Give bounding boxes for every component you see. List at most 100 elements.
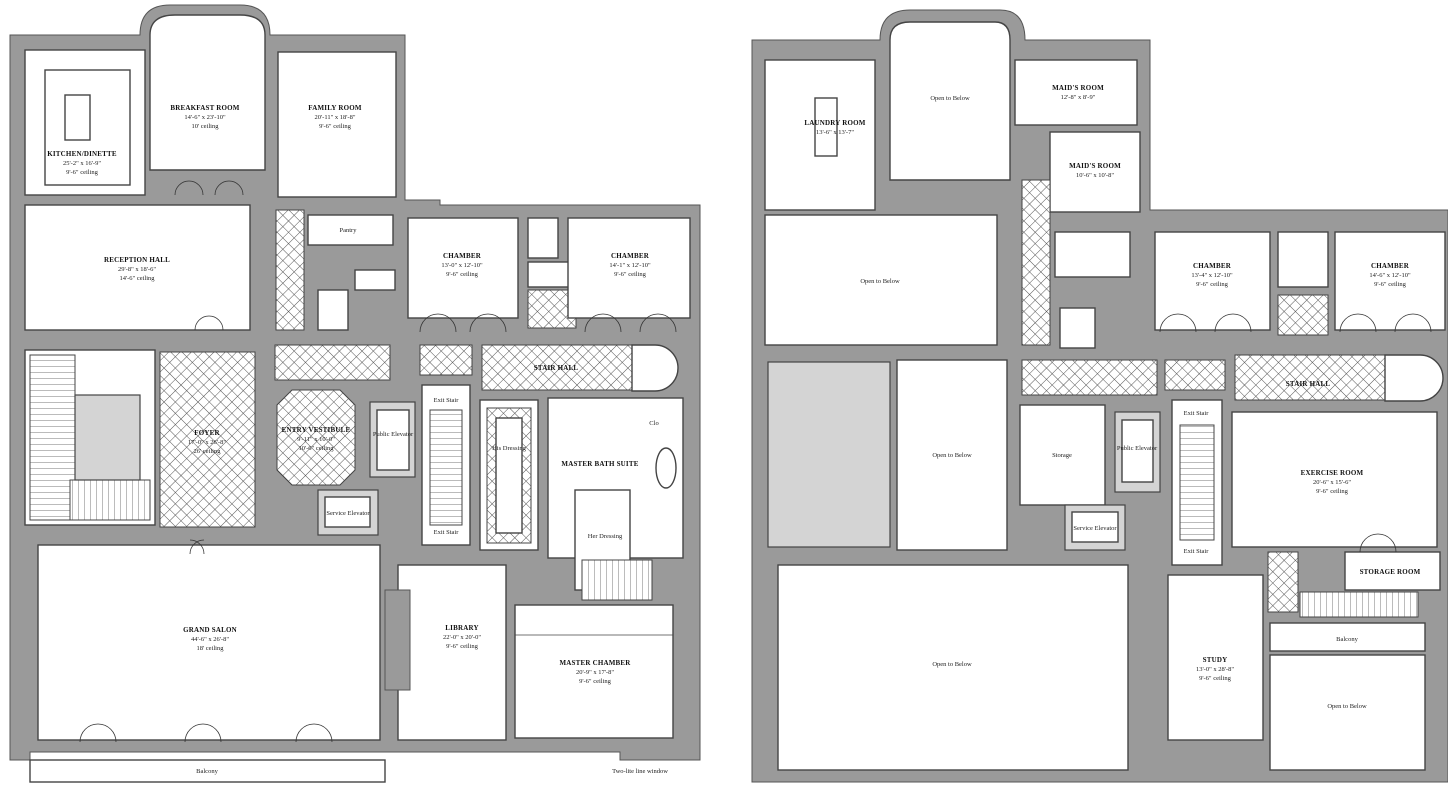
label-pantry: Pantry <box>340 227 358 234</box>
svg-text:29'-8" x 18'-6": 29'-8" x 18'-6" <box>118 266 156 273</box>
kitchen-island <box>64 94 91 141</box>
label-his-dressing: His Dressing <box>492 445 527 452</box>
svg-text:18' ceiling: 18' ceiling <box>197 645 225 652</box>
label-right-chamber-2: CHAMBER <box>1371 262 1410 270</box>
right-small-elevator <box>1059 307 1096 349</box>
svg-text:14'-6" ceiling: 14'-6" ceiling <box>119 275 155 282</box>
label-master-bath: MASTER BATH SUITE <box>561 460 638 468</box>
right-bath-2 <box>1277 231 1329 288</box>
right-chamber-2 <box>1334 231 1446 331</box>
svg-text:14'-6" x 12'-10": 14'-6" x 12'-10" <box>1369 272 1411 279</box>
svg-text:20'-6" x 15'-6": 20'-6" x 15'-6" <box>1313 479 1351 486</box>
svg-text:20'-11" x 18'-8": 20'-11" x 18'-8" <box>315 114 356 121</box>
entry-vestibule <box>276 389 356 486</box>
label-open-bottom: Open to Below <box>932 661 972 668</box>
label-maids-room-2: MAID'S ROOM <box>1069 162 1121 170</box>
label-right-balcony: Balcony <box>1336 636 1358 643</box>
svg-text:22'-0" x 20'-0": 22'-0" x 20'-0" <box>443 634 481 641</box>
svg-text:14'-6" x 23'-10": 14'-6" x 23'-10" <box>184 114 226 121</box>
svg-text:44'-6" x 26'-8": 44'-6" x 26'-8" <box>191 636 229 643</box>
right-bath <box>1054 231 1131 278</box>
left-floor-plan: BREAKFAST ROOM 14'-6" x 23'-10" 10' ceil… <box>9 4 701 783</box>
label-laundry: LAUNDRY ROOM <box>804 119 865 127</box>
storage-room <box>1344 551 1441 591</box>
svg-text:9'-6" ceiling: 9'-6" ceiling <box>446 271 479 278</box>
open-to-below-bottom-right <box>1269 654 1426 771</box>
grand-stair-steps <box>29 354 76 521</box>
right-stair-hall <box>1234 354 1386 401</box>
bathtub <box>655 447 677 489</box>
right-closet-hatch <box>1277 294 1329 336</box>
svg-text:9'-11" x 10'-0": 9'-11" x 10'-0" <box>297 436 335 443</box>
svg-text:13'-0" x 12'-10": 13'-0" x 12'-10" <box>441 262 483 269</box>
master-stair <box>581 559 653 601</box>
label-reception-hall: RECEPTION HALL <box>104 256 170 264</box>
right-lower-hatch <box>1267 551 1299 613</box>
left-labels: BREAKFAST ROOM 14'-6" x 23'-10" 10' ceil… <box>47 104 668 775</box>
grand-salon <box>37 544 381 741</box>
service-elevator <box>324 496 371 528</box>
svg-text:13'-6" x 13'-7": 13'-6" x 13'-7" <box>816 129 854 136</box>
bath-fixture <box>354 269 396 291</box>
label-entry-vestibule: ENTRY VESTIBULE <box>282 426 351 434</box>
right-exit-stair-steps <box>1179 424 1215 541</box>
breakfast-room <box>149 14 266 171</box>
svg-text:20'-9" x 17'-8": 20'-9" x 17'-8" <box>576 669 614 676</box>
label-breakfast-room: BREAKFAST ROOM <box>170 104 239 112</box>
exit-stair-steps <box>429 409 463 526</box>
label-open-left: Open to Below <box>860 278 900 285</box>
label-exit-stair-top: Exit Stair <box>434 397 460 404</box>
service-elevator-small <box>317 289 349 331</box>
right-service-elevator <box>1071 511 1119 543</box>
label-stair-hall: STAIR HALL <box>534 364 579 372</box>
label-window-note: Two-lite line window <box>612 768 668 775</box>
svg-text:25'-2" x 16'-9": 25'-2" x 16'-9" <box>63 160 101 167</box>
service-corridor <box>275 209 305 331</box>
label-study: STUDY <box>1203 656 1228 664</box>
library-fireplace <box>384 589 411 691</box>
label-right-service-elevator: Service Elevator <box>1073 525 1117 532</box>
right-lower-stair <box>1299 591 1419 618</box>
right-labels: LAUNDRY ROOM 13'-6" x 13'-7" Open to Bel… <box>804 84 1420 710</box>
curved-stair <box>631 344 679 392</box>
svg-text:9'-6" ceiling: 9'-6" ceiling <box>1374 281 1407 288</box>
svg-text:13'-0" x 28'-8": 13'-0" x 28'-8" <box>1196 666 1234 673</box>
label-library: LIBRARY <box>445 624 478 632</box>
open-to-below-top <box>889 21 1011 181</box>
public-elevator <box>376 409 410 471</box>
study <box>1167 574 1264 741</box>
foyer <box>159 351 256 528</box>
svg-text:9'-6" ceiling: 9'-6" ceiling <box>614 271 647 278</box>
maids-room-2 <box>1049 131 1141 213</box>
open-to-below-center <box>896 359 1008 551</box>
svg-text:14'-1" x 12'-10": 14'-1" x 12'-10" <box>609 262 651 269</box>
svg-text:9'-6" ceiling: 9'-6" ceiling <box>319 123 352 130</box>
right-hall-left <box>1021 359 1158 396</box>
svg-text:17'-0" x 26'-8": 17'-0" x 26'-8" <box>188 439 226 446</box>
right-service-corridor <box>1021 179 1051 346</box>
svg-text:26' ceiling: 26' ceiling <box>194 448 222 455</box>
label-right-stair-hall: STAIR HALL <box>1286 380 1331 388</box>
stair-hall-mid <box>419 344 473 376</box>
doors-right <box>1159 313 1432 553</box>
label-storage: Storage <box>1052 452 1072 459</box>
label-right-exit-stair-bottom: Exit Stair <box>1184 548 1210 555</box>
svg-text:9'-6" ceiling: 9'-6" ceiling <box>579 678 612 685</box>
label-storage-room: STORAGE ROOM <box>1360 568 1421 576</box>
right-chamber-1 <box>1154 231 1271 331</box>
label-maids-room-1: MAID'S ROOM <box>1052 84 1104 92</box>
stair-hall-left <box>274 344 391 381</box>
label-balcony: Balcony <box>196 768 218 775</box>
grand-stair-landing <box>69 479 151 521</box>
storage <box>1019 404 1106 506</box>
label-open-bottom-right: Open to Below <box>1327 703 1367 710</box>
label-chamber-1: CHAMBER <box>443 252 482 260</box>
pantry <box>307 214 394 246</box>
his-dressing-center <box>495 417 523 534</box>
maids-room-1 <box>1014 59 1138 126</box>
svg-text:9'-6" ceiling: 9'-6" ceiling <box>66 169 99 176</box>
svg-text:9'-6" ceiling: 9'-6" ceiling <box>1316 488 1349 495</box>
stair-well <box>74 394 141 481</box>
label-right-public-elevator: Public Elevator <box>1117 445 1158 452</box>
